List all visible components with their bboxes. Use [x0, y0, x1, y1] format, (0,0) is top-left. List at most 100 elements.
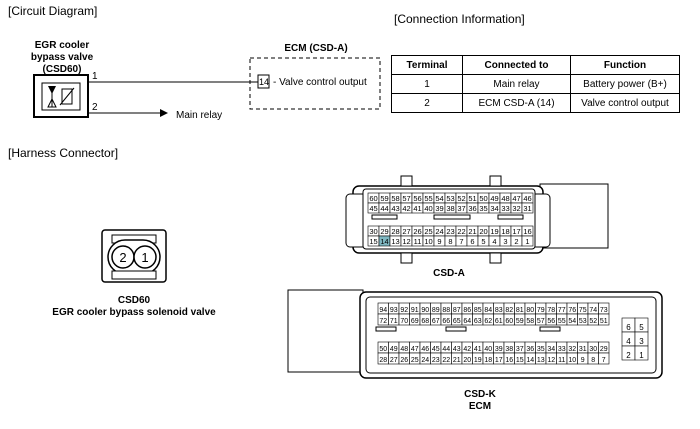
- cell-function: Valve control output: [570, 93, 680, 113]
- cell-terminal: 1: [391, 74, 463, 94]
- csd-k-pin-label: 26: [400, 357, 408, 364]
- csd-k-pin-label: 21: [453, 357, 461, 364]
- csd-a-pin-label: 8: [448, 237, 452, 246]
- csd-k-pin-label: 12: [547, 357, 555, 364]
- csd60-description: EGR cooler bypass solenoid valve: [52, 307, 216, 318]
- csd-k-pin-label: 76: [568, 307, 576, 314]
- csd-k-pin-label: 22: [442, 357, 450, 364]
- csd-k-pin-label: 78: [547, 307, 555, 314]
- csd-k-small-pin-label: 1: [639, 351, 644, 360]
- csd-k-pin-label: 84: [484, 307, 492, 314]
- header-function: Function: [570, 55, 680, 75]
- csd-k-pin-label: 30: [589, 346, 597, 353]
- csd-a-pin-label: 5: [481, 237, 485, 246]
- csd60-label: CSD60: [118, 295, 151, 306]
- csd-k-pin-label: 58: [526, 318, 534, 325]
- csd-a-pin-label: 4: [492, 237, 496, 246]
- table-header-row: Terminal Connected to Function: [391, 55, 680, 75]
- csd-a-pin-label: 55: [424, 194, 432, 203]
- csd-k-pin-label: 31: [579, 346, 587, 353]
- wire-1-label: 1: [92, 71, 98, 82]
- csd-k-pin-label: 55: [558, 318, 566, 325]
- csd-k-pin-label: 37: [516, 346, 524, 353]
- csd-k-pin-label: 9: [581, 357, 585, 364]
- csd-k-pin-label: 73: [600, 307, 608, 314]
- csd-k-small-pin-label: 2: [626, 351, 631, 360]
- csd-a-pin-label: 27: [402, 227, 410, 236]
- csd-k-pin-label: 42: [463, 346, 471, 353]
- csd-a-pin-label: 39: [435, 204, 443, 213]
- csd-a-pin-label: 35: [479, 204, 487, 213]
- csd-k-small-pin-cell: [634, 345, 649, 361]
- csd-a-pin-label: 57: [402, 194, 410, 203]
- csd-k-pin-label: 77: [558, 307, 566, 314]
- csd-k-pin-label: 67: [432, 318, 440, 325]
- csd-k-pin-label: 75: [579, 307, 587, 314]
- csd-k-pin-label: 59: [516, 318, 524, 325]
- csd-a-pin-label: 16: [523, 227, 531, 236]
- csd-k-pin-label: 90: [421, 307, 429, 314]
- main-relay-label: Main relay: [176, 110, 222, 121]
- csd-k-pin-label: 28: [379, 357, 387, 364]
- csd-k-pin-label: 19: [474, 357, 482, 364]
- csd-a-pin-label: 47: [512, 194, 520, 203]
- ecm-box: [249, 57, 381, 110]
- csd-k-pin-label: 34: [547, 346, 555, 353]
- table-row: 1 Main relay Battery power (B+): [391, 74, 680, 94]
- csd-k-pin-label: 86: [463, 307, 471, 314]
- csd-k-pin-label: 41: [474, 346, 482, 353]
- csd-k-pin-label: 38: [505, 346, 513, 353]
- csd-k-pin-label: 24: [421, 357, 429, 364]
- ecm-pin-box: [257, 74, 270, 89]
- csd-k-pin-label: 92: [400, 307, 408, 314]
- csd-a-pin-label: 40: [424, 204, 432, 213]
- csd-k-pin-label: 20: [463, 357, 471, 364]
- csd-k-pin-label: 57: [537, 318, 545, 325]
- cell-connected-to: ECM CSD-A (14): [462, 93, 571, 113]
- csd-a-pin-label: 29: [380, 227, 388, 236]
- csd-a-label: CSD-A: [433, 268, 465, 279]
- csd-a-pin-label: 58: [391, 194, 399, 203]
- csd-k-pin-label: 39: [495, 346, 503, 353]
- solenoid-valve-symbol: [33, 74, 89, 118]
- csd-a-pin-label: 25: [424, 227, 432, 236]
- csd-k-pin-label: 29: [600, 346, 608, 353]
- csd-k-pin-label: 25: [411, 357, 419, 364]
- csd-a-pin-label: 10: [424, 237, 432, 246]
- csd-a-pin-label: 1: [525, 237, 529, 246]
- csd-a-pin-label: 36: [468, 204, 476, 213]
- csd-a-pin-label: 59: [380, 194, 388, 203]
- csd-a-pin-label: 52: [457, 194, 465, 203]
- csd-k-pin-label: 35: [537, 346, 545, 353]
- csd60-pin-1: 1: [141, 250, 148, 265]
- csd-k-pin-label: 71: [390, 318, 398, 325]
- csd-k-pin-label: 89: [432, 307, 440, 314]
- csd-k-pin-label: 23: [432, 357, 440, 364]
- csd-k-pin-label: 82: [505, 307, 513, 314]
- csd-k-pin-label: 85: [474, 307, 482, 314]
- csd-k-pin-label: 49: [390, 346, 398, 353]
- csd-a-pin-label: 26: [413, 227, 421, 236]
- valve-label-line2: bypass valve: [31, 52, 94, 63]
- csd-k-pin-label: 33: [558, 346, 566, 353]
- csd-a-pin-label: 60: [369, 194, 377, 203]
- csd-k-pin-label: 62: [484, 318, 492, 325]
- csd-k-pin-label: 13: [537, 357, 545, 364]
- csd-k-pin-label: 7: [602, 357, 606, 364]
- csd-a-pin-label: 49: [490, 194, 498, 203]
- csd-k-pin-cell: [598, 313, 610, 326]
- cell-connected-to: Main relay: [462, 74, 571, 94]
- csd-k-pin-label: 88: [442, 307, 450, 314]
- csd-a-pin-label: 43: [391, 204, 399, 213]
- csd-k-small-pin-label: 5: [639, 323, 644, 332]
- connection-table: Terminal Connected to Function 1 Main re…: [391, 55, 680, 113]
- csd-k-small-pin-label: 4: [626, 337, 631, 346]
- csd-a-pin-label: 15: [369, 237, 377, 246]
- ecm-title: ECM (CSD-A): [284, 43, 347, 54]
- csd-k-pin-label: 79: [537, 307, 545, 314]
- csd60-pin-2: 2: [119, 250, 126, 265]
- csd-k-pin-label: 14: [526, 357, 534, 364]
